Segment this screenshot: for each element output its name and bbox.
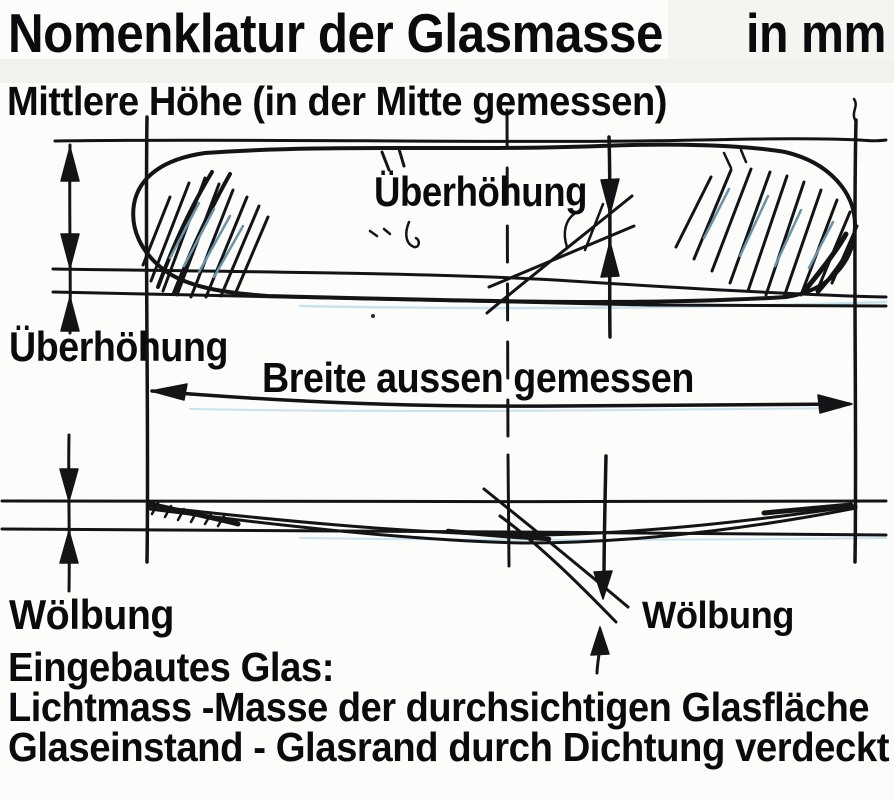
footer-eingebautes-glas: Eingebautes Glas:: [8, 644, 334, 690]
dimension-woelbung-left: [59, 433, 79, 593]
label-ueberhoehung-left: Überhöhung: [9, 323, 228, 370]
glass-hatching-left: [141, 170, 270, 299]
label-breite-aussen: Breite aussen gemessen: [262, 354, 694, 401]
glass-hatching-right: [674, 148, 859, 299]
page-title: Nomenklatur der Glasmasse: [8, 2, 663, 64]
cyan-ink-shadows: [189, 300, 888, 541]
scan-shading: [0, 0, 894, 83]
bottom-reference-lines: [0, 499, 888, 537]
title-unit: in mm: [746, 2, 886, 64]
label-ueberhoehung-center: Überhöhung: [374, 168, 587, 215]
footer-lichtmass: Lichtmass -Masse der durchsichtigen Glas…: [8, 684, 869, 730]
dimension-woelbung-center: [482, 454, 630, 675]
subtitle-mittlere-hoehe: Mittlere Höhe (in der Mitte gemessen): [7, 78, 667, 124]
label-woelbung-right: Wölbung: [642, 595, 794, 637]
dimension-mittlere-hoehe: [60, 143, 80, 335]
footer-glaseinstand: Glaseinstand - Glasrand durch Dichtung v…: [8, 724, 889, 770]
glass-outline: [131, 142, 858, 304]
label-woelbung-left: Wölbung: [9, 591, 174, 638]
dimension-breite-aussen: [150, 383, 853, 414]
bowed-glass: [147, 501, 858, 545]
dimension-ueberhoehung-center: [485, 135, 636, 339]
sketch-stray-marks: [368, 147, 605, 318]
